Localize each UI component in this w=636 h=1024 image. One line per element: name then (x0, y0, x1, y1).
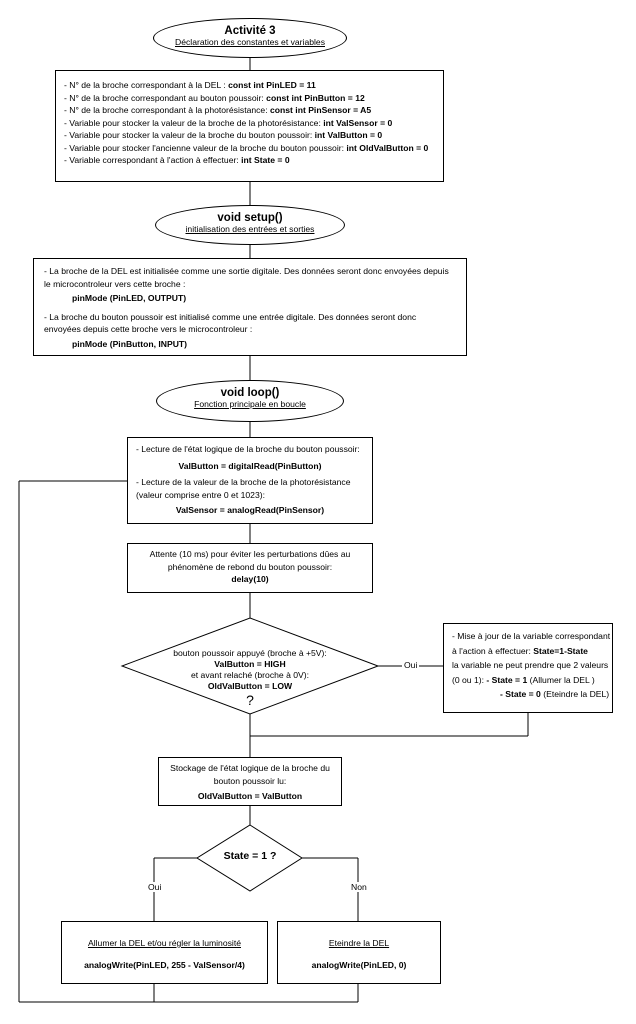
declaration-text: - Variable pour stocker la valeur de la … (64, 130, 315, 140)
decision2-yes-label: Oui (146, 882, 164, 892)
delay-code: delay(10) (231, 574, 269, 584)
declaration-line: - Variable pour stocker l'ancienne valeu… (64, 142, 443, 155)
loop-subtitle: Fonction principale en boucle (194, 399, 306, 409)
declaration-text: - N° de la broche correspondant à la DEL… (64, 80, 229, 90)
declaration-text: - Variable pour stocker la valeur de la … (64, 117, 324, 128)
led-on-box: Allumer la DEL et/ou régler la luminosit… (61, 921, 268, 984)
loop-oval: void loop() Fonction principale en boucl… (156, 380, 344, 422)
setup-oval: void setup() initialisation des entrées … (155, 205, 345, 245)
decision-diamond-state (196, 824, 303, 892)
setup-box: - La broche de la DEL est initialisée co… (33, 258, 467, 356)
declaration-line: - N° de la broche correspondant au bouto… (64, 92, 443, 105)
declaration-line: - Variable correspondant à l'action à ef… (64, 154, 443, 167)
store-box: Stockage de l'état logique de la broche … (158, 757, 342, 806)
declaration-line: - N° de la broche correspondant à la pho… (64, 104, 443, 117)
read-text-2: - Lecture de la valeur de la broche de l… (136, 477, 351, 487)
store-text-1: Stockage de l'état logique de la broche … (170, 763, 330, 773)
decision-text-3: et avant relaché (broche à 0V): (191, 670, 309, 680)
activity-subtitle: Déclaration des constantes et variables (175, 37, 325, 47)
declaration-code: const int PinSensor = A5 (270, 105, 372, 115)
setup-code-2: pinMode (PinButton, INPUT) (72, 338, 188, 349)
decision2-no-label: Non (349, 882, 369, 892)
update-state-1: - State = 1 (486, 674, 528, 685)
read-code-2: ValSensor = analogRead(PinSensor) (175, 505, 325, 515)
read-text-3: (valeur comprise entre 0 et 1023): (136, 489, 265, 500)
read-code-1: ValButton = digitalRead(PinButton) (178, 460, 322, 471)
declaration-text: - Variable pour stocker l'ancienne valeu… (64, 142, 347, 153)
decision-diamond-button (120, 617, 380, 715)
declarations-box: - N° de la broche correspondant à la DEL… (55, 70, 444, 182)
update-text-3: la variable ne peut prendre que 2 valeur… (452, 660, 609, 670)
update-code: State=1-State (533, 645, 588, 656)
update-state-1-desc: (Allumer la DEL ) (527, 674, 595, 685)
decision-question-mark: ? (246, 692, 254, 708)
loop-title: void loop() (220, 387, 280, 399)
declaration-line: - Variable pour stocker la valeur de la … (64, 117, 443, 130)
setup-text-2b: envoyées depuis cette broche vers le mic… (44, 324, 253, 334)
setup-subtitle: initialisation des entrées et sorties (185, 224, 315, 234)
declarations-list: - N° de la broche correspondant à la DEL… (64, 79, 443, 167)
decision-state-text: State = 1 ? (223, 850, 277, 862)
declaration-text: - N° de la broche correspondant au bouto… (64, 92, 267, 103)
update-state-0-desc: (Eteindre la DEL) (540, 689, 610, 699)
update-state-box: - Mise à jour de la variable corresponda… (443, 623, 613, 713)
start-oval: Activité 3 Déclaration des constantes et… (153, 18, 347, 58)
declaration-text: - Variable correspondant à l'action à ef… (64, 155, 242, 165)
declaration-text: - N° de la broche correspondant à la pho… (64, 105, 270, 115)
delay-text-2: phénomène de rebond du bouton poussoir: (167, 561, 333, 572)
led-on-code: analogWrite(PinLED, 255 - ValSensor/4) (84, 959, 245, 970)
setup-text-1b: le microcontroleur vers cette broche : (44, 278, 186, 289)
declaration-code: int ValButton = 0 (314, 130, 383, 140)
delay-text-1: Attente (10 ms) pour éviter les perturba… (149, 549, 351, 559)
update-text-2: à l'action à effectuer: (452, 645, 534, 656)
setup-title: void setup() (217, 212, 283, 224)
store-text-2: bouton poussoir lu: (213, 775, 287, 786)
declaration-code: const int PinLED = 11 (228, 80, 316, 90)
led-off-title: Eteindre la DEL (328, 938, 390, 948)
declaration-code: int OldValButton = 0 (346, 142, 429, 153)
store-code: OldValButton = ValButton (197, 791, 303, 801)
setup-text-2a: - La broche du bouton poussoir est initi… (44, 311, 417, 322)
led-off-code: analogWrite(PinLED, 0) (311, 959, 407, 970)
setup-text-1a: - La broche de la DEL est initialisée co… (44, 266, 449, 276)
led-on-title: Allumer la DEL et/ou régler la luminosit… (87, 938, 241, 948)
decision-text-4: OldValButton = LOW (207, 681, 293, 691)
decision-text-2: ValButton = HIGH (214, 659, 286, 669)
activity-title: Activité 3 (224, 25, 276, 37)
declaration-code: int State = 0 (241, 155, 290, 165)
declaration-line: - Variable pour stocker la valeur de la … (64, 129, 443, 142)
setup-code-1: pinMode (PinLED, OUTPUT) (72, 293, 187, 303)
update-text-4: (0 ou 1): (452, 674, 487, 685)
update-state-0: - State = 0 (500, 689, 541, 699)
read-inputs-box: - Lecture de l'état logique de la broche… (127, 437, 373, 524)
declaration-line: - N° de la broche correspondant à la DEL… (64, 79, 443, 92)
read-text-1: - Lecture de l'état logique de la broche… (136, 444, 360, 454)
decision-button-text: bouton poussoir appuyé (broche à +5V): V… (150, 648, 350, 708)
delay-box: Attente (10 ms) pour éviter les perturba… (127, 543, 373, 593)
decision1-yes-label: Oui (402, 660, 420, 670)
decision-text-1: bouton poussoir appuyé (broche à +5V): (173, 648, 327, 658)
update-text-1: - Mise à jour de la variable corresponda… (452, 631, 611, 641)
declaration-code: int ValSensor = 0 (323, 117, 393, 128)
led-off-box: Eteindre la DEL analogWrite(PinLED, 0) (277, 921, 441, 984)
declaration-code: const int PinButton = 12 (266, 92, 365, 103)
